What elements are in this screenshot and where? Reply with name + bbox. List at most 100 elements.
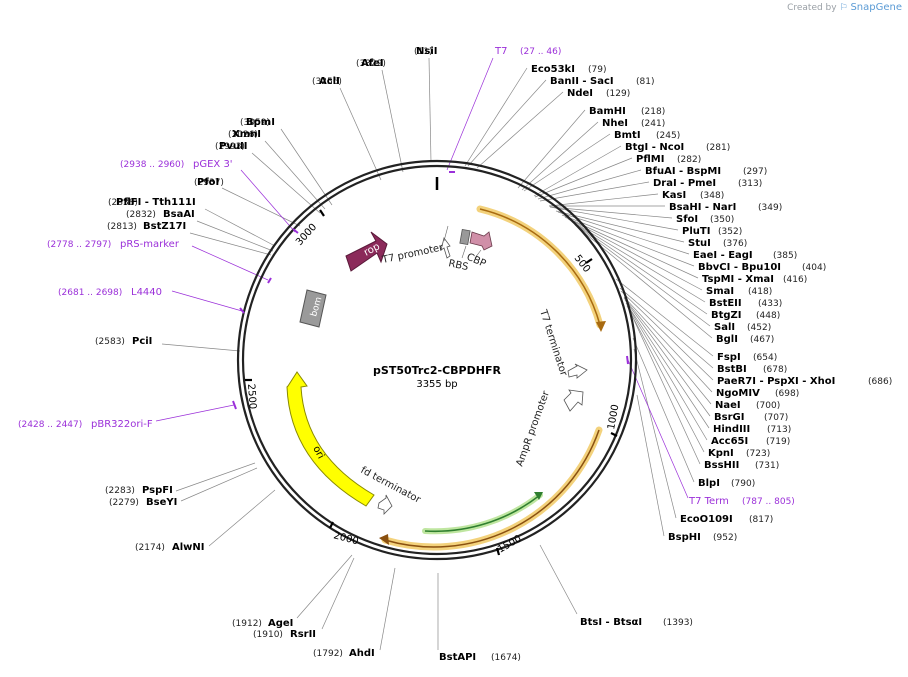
leader-banii-saci bbox=[467, 79, 547, 167]
primer-range-t7: (27 .. 46) bbox=[520, 47, 561, 57]
site-pos-hindiii: (713) bbox=[767, 425, 791, 435]
leader-bpmi bbox=[280, 128, 333, 206]
site-ngomiv: NgoMIV bbox=[716, 388, 760, 399]
leader-bseyi bbox=[180, 467, 258, 502]
site-pos-naei: (700) bbox=[756, 401, 780, 411]
site-pluti: PluTI bbox=[682, 226, 710, 237]
site-pos-kpni: (723) bbox=[746, 449, 770, 459]
site-pos-pluti: (352) bbox=[718, 227, 742, 237]
site-xmni: XmnI bbox=[232, 129, 261, 140]
site-kasi: KasI bbox=[662, 190, 686, 201]
cbp-arrow-icon bbox=[469, 231, 493, 251]
leader-ndei bbox=[476, 91, 564, 169]
site-bseyi: BseYI bbox=[146, 497, 177, 508]
primer-prs-marker: pRS-marker bbox=[120, 239, 180, 250]
leader-afei bbox=[381, 69, 404, 173]
site-pos-agei: (1912) bbox=[232, 619, 262, 629]
primer-mark bbox=[292, 228, 299, 234]
site-agei: AgeI bbox=[268, 618, 293, 629]
site-pos-kasi: (348) bbox=[700, 191, 724, 201]
site-bsshii: BssHII bbox=[704, 460, 739, 471]
site-pos-bstbi: (678) bbox=[763, 365, 787, 375]
site-bfuai-bspmi: BfuAI - BspMI bbox=[645, 166, 721, 177]
leader-alwni bbox=[208, 489, 276, 547]
primer-pbr322ori-f: pBR322ori-F bbox=[91, 419, 153, 430]
site-sali: SalI bbox=[714, 322, 735, 333]
ori-feature: ori bbox=[286, 371, 375, 507]
cbp-pointer bbox=[474, 249, 482, 259]
site-pos-fspi: (654) bbox=[753, 353, 777, 363]
site-pos-bmti: (245) bbox=[656, 131, 680, 141]
t7-terminator-label: T7 terminator bbox=[537, 308, 569, 379]
leader-nhei bbox=[521, 121, 599, 191]
primer-range-t7-term: (787 .. 805) bbox=[742, 497, 795, 507]
site-drai-pmei: DraI - PmeI bbox=[653, 178, 716, 189]
site-pos-afei: (3329) bbox=[356, 59, 386, 69]
primer-mark bbox=[232, 400, 237, 410]
primer-range-prs-marker: (2778 .. 2797) bbox=[47, 240, 111, 250]
site-pos-eco53ki: (79) bbox=[588, 65, 606, 75]
site-hindiii: HindIII bbox=[713, 424, 750, 435]
leader-blpi bbox=[632, 337, 695, 483]
site-pos-bbvci-bpu10i: (404) bbox=[802, 263, 826, 273]
site-pos-sali: (452) bbox=[747, 323, 771, 333]
site-pos-btgi-ncoi: (281) bbox=[706, 143, 730, 153]
site-pos-tspmi-xmai: (416) bbox=[783, 275, 807, 285]
site-pos-ngomiv: (698) bbox=[775, 389, 799, 399]
site-tspmi-xmai: TspMI - XmaI bbox=[702, 274, 774, 285]
site-ndei: NdeI bbox=[567, 88, 593, 99]
leader-primer-t7-term bbox=[627, 359, 689, 499]
leader-kasi bbox=[548, 193, 659, 207]
backbone-outer bbox=[236, 159, 638, 561]
site-pos-pflfi-tth111i: (2838) bbox=[108, 198, 138, 208]
t7-terminator-glyph-icon bbox=[567, 363, 588, 379]
site-pos-bsrgi: (707) bbox=[764, 413, 788, 423]
site-pos-bpmi: (3059) bbox=[240, 118, 270, 128]
site-pos-pspfi: (2283) bbox=[105, 486, 135, 496]
leader-xmni bbox=[264, 140, 326, 210]
leader-ngomiv bbox=[623, 296, 713, 393]
site-pos-banii-saci: (81) bbox=[636, 77, 654, 87]
leader-pvuii bbox=[251, 152, 321, 214]
leader-fspi bbox=[615, 278, 714, 357]
site-pos-pflmi: (282) bbox=[677, 155, 701, 165]
site-pos-pvuii: (2993) bbox=[215, 142, 245, 152]
site-fspi: FspI bbox=[717, 352, 741, 363]
site-pos-bseyi: (2279) bbox=[109, 498, 139, 508]
site-bgli: BglI bbox=[716, 334, 738, 345]
site-bsteii: BstEII bbox=[709, 298, 742, 309]
site-pos-bsteii: (433) bbox=[758, 299, 782, 309]
site-bamhi: BamHI bbox=[589, 106, 626, 117]
leader-naei bbox=[623, 297, 712, 405]
leader-bsphi bbox=[636, 394, 665, 537]
site-pos-btgzi: (448) bbox=[756, 311, 780, 321]
site-btgzi: BtgZI bbox=[711, 310, 742, 321]
primer-mark bbox=[239, 307, 245, 314]
leader-pfoi bbox=[221, 187, 301, 227]
leader-eaei-eagi bbox=[557, 211, 690, 255]
site-eaei-eagi: EaeI - EagI bbox=[693, 250, 753, 261]
ampr-promoter-arrow-icon bbox=[563, 389, 584, 412]
fd-terminator-glyph-icon bbox=[377, 494, 393, 515]
site-bstapi: BstAPI bbox=[439, 652, 476, 663]
site-pos-bsshii: (731) bbox=[755, 461, 779, 471]
snapgene-logo-icon: ⚐ bbox=[839, 3, 848, 13]
leader-bsaai bbox=[196, 220, 274, 252]
credit-text: Created by bbox=[787, 3, 837, 13]
plasmid-name: pST50Trc2-CBPDHFR bbox=[373, 364, 501, 377]
leader-pspfi bbox=[175, 462, 256, 492]
site-acli: AclI bbox=[319, 76, 340, 87]
site-pos-xmni: (3026) bbox=[228, 130, 258, 140]
insert-arc-upper-arrowhead bbox=[596, 321, 606, 332]
leader-primer-t7 bbox=[446, 57, 494, 171]
leader-bsrgi bbox=[624, 299, 711, 417]
leader-nsii bbox=[428, 57, 432, 163]
tick-mark bbox=[495, 547, 501, 556]
leader-hindiii bbox=[625, 302, 710, 429]
site-pos-blpi: (790) bbox=[731, 479, 755, 489]
site-pspfi: PspFI bbox=[142, 485, 173, 496]
site-pflfi-tth111i: PflFI - Tth111I bbox=[116, 197, 196, 208]
site-bpmi: BpmI bbox=[246, 117, 275, 128]
site-pos-rsrii: (1910) bbox=[253, 630, 283, 640]
